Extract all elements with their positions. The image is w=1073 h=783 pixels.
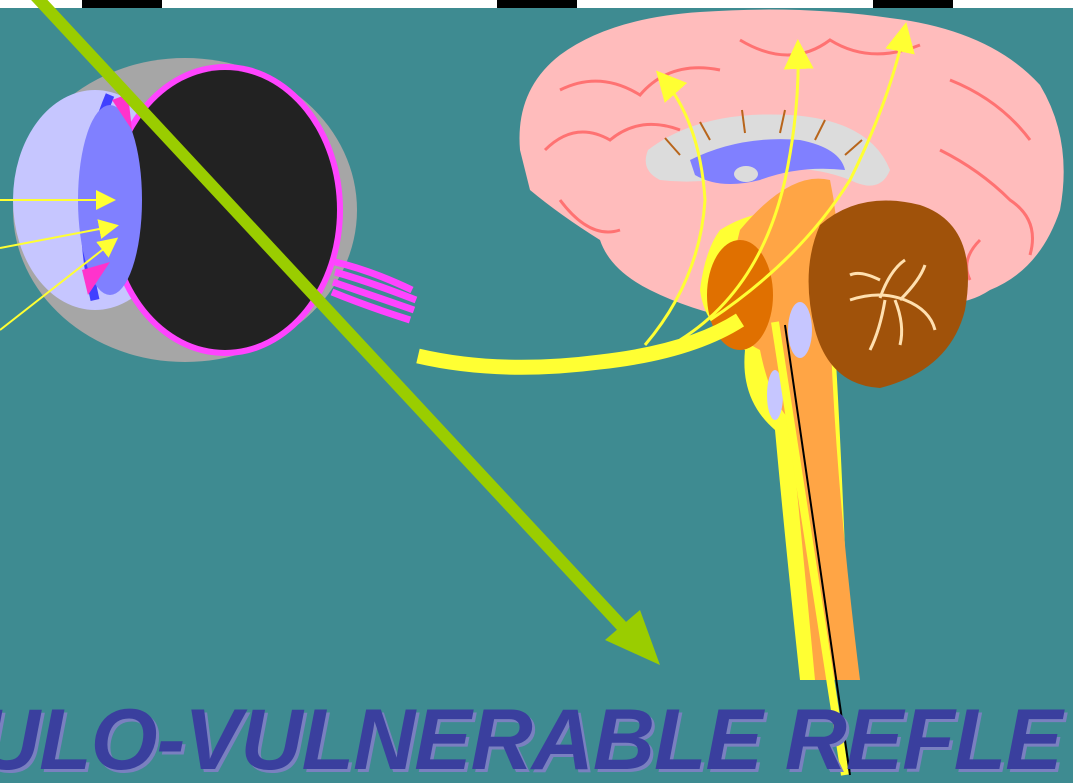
pons-bulge — [788, 302, 812, 358]
brain-illustration — [520, 10, 1064, 680]
eye-illustration — [0, 58, 416, 362]
slide-title: ULO-VULNERABLE REFLE — [0, 698, 1073, 782]
optic-nerve — [332, 262, 416, 320]
optic-pathway-thick — [418, 320, 740, 367]
ventricle-spot — [734, 166, 758, 182]
